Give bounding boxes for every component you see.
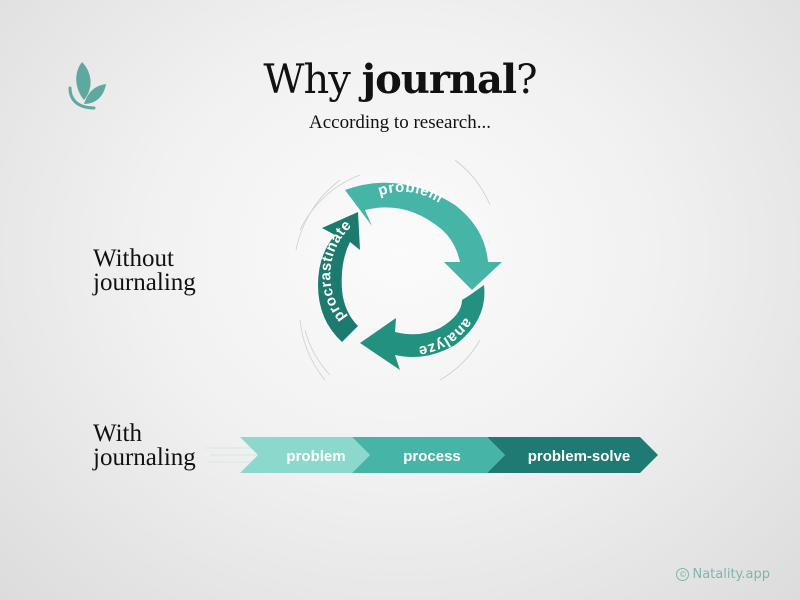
- cycle-segment-problem: [345, 182, 502, 290]
- cycle-segment-procrastinate: [318, 212, 360, 342]
- svg-text:process: process: [403, 448, 461, 465]
- journaling-flow-diagram: problem process problem-solve: [205, 437, 658, 473]
- brand-footer: ©Natality.app: [676, 567, 770, 582]
- page-title: Why journal?: [263, 56, 537, 103]
- copyright-icon: ©: [676, 568, 690, 581]
- page-subtitle: According to research...: [308, 112, 491, 133]
- svg-text:problem-solve: problem-solve: [528, 448, 631, 465]
- leaf-logo-icon: [68, 62, 106, 110]
- cycle-segment-analyze: [360, 285, 485, 370]
- brand-name: Natality.app: [692, 567, 770, 582]
- flow-step-process: [352, 437, 505, 473]
- flow-step-problem: [240, 437, 370, 473]
- procrastination-cycle-diagram: problem analyze procrastinate: [295, 159, 502, 381]
- flow-step-problem-solve: [487, 437, 658, 473]
- svg-text:problem: problem: [286, 448, 345, 465]
